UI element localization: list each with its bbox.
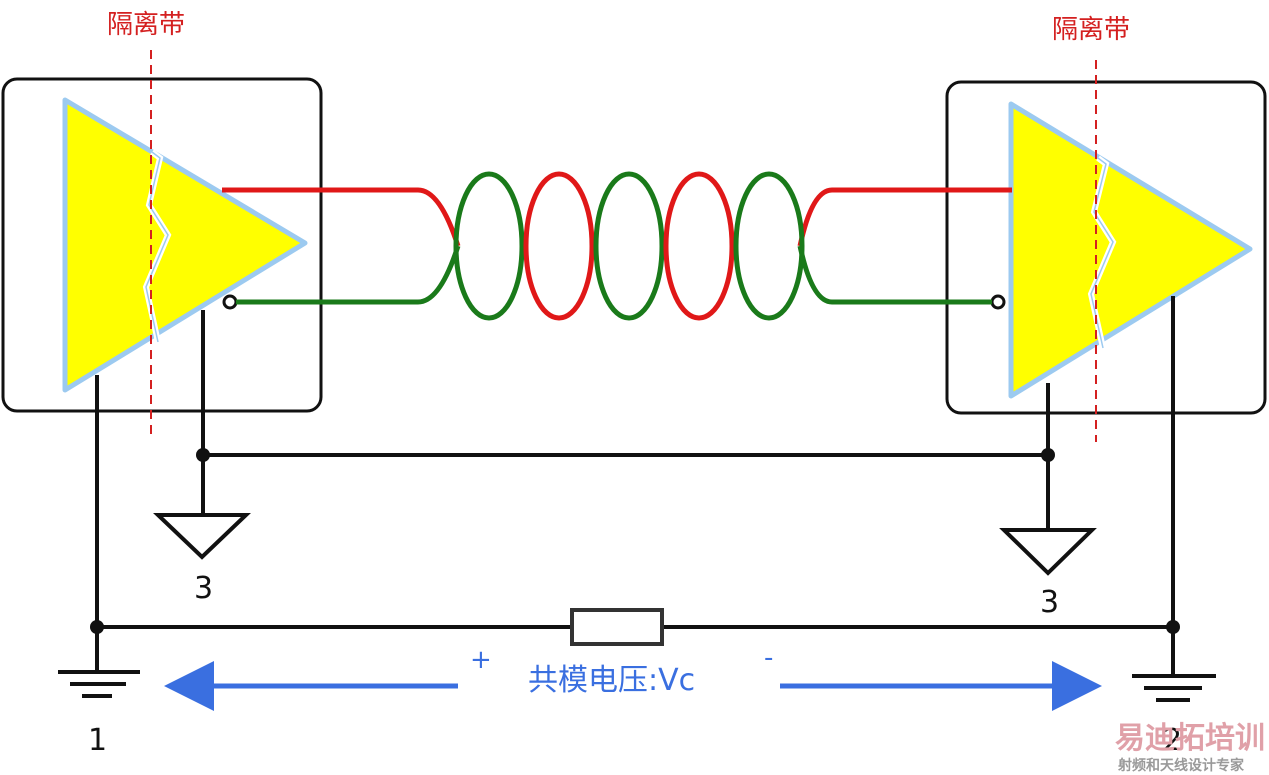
signal-ground-label-left: 3 — [194, 571, 213, 606]
junction-dot-signal-left — [196, 448, 210, 462]
right-earth-ground-icon — [1132, 674, 1216, 702]
twist-loop-green-2 — [593, 171, 665, 321]
junction-dot-earth-right — [1166, 620, 1180, 634]
left-earth-ground-icon — [58, 670, 140, 698]
twist-loop-red-1 — [523, 171, 595, 321]
left-inverting-output-dot — [222, 294, 238, 310]
junction-dot-signal-right — [1041, 448, 1055, 462]
right-inverting-input-dot — [990, 294, 1006, 310]
twist-loop-green-1 — [453, 171, 525, 321]
right-isolation-barrier-outline — [1090, 157, 1114, 349]
resistor — [570, 608, 664, 646]
right-transceiver-module — [945, 60, 1267, 442]
signal-wires — [222, 187, 1012, 305]
left-isolation-barrier-outline — [145, 151, 169, 343]
twist-loop-green-3 — [733, 171, 805, 321]
junction-dot-earth-left — [90, 620, 104, 634]
junction-dots — [90, 448, 1180, 634]
plus-sign: + — [470, 645, 492, 675]
common-mode-voltage-label: 共模电压:Vc — [528, 663, 695, 698]
left-transceiver-module — [1, 50, 323, 435]
minus-sign: - — [764, 643, 773, 673]
earth-ground-label-right: 2 — [1163, 723, 1182, 758]
twisted-pair — [453, 171, 805, 321]
isolation-label-left: 隔离带 — [107, 10, 185, 40]
right-signal-ground-icon — [999, 528, 1097, 576]
earth-ground-label-left: 1 — [88, 723, 107, 758]
watermark-tagline: 射频和天线设计专家 — [1117, 757, 1245, 774]
watermark-logo: 易迪拓培训 — [1115, 721, 1265, 756]
right-amplifier-triangle — [1008, 101, 1253, 399]
left-amplifier-triangle — [62, 97, 308, 393]
left-signal-ground-icon — [153, 513, 251, 560]
isolation-label-right: 隔离带 — [1052, 15, 1130, 45]
twist-loop-red-2 — [663, 171, 735, 321]
signal-ground-label-right: 3 — [1040, 585, 1059, 620]
